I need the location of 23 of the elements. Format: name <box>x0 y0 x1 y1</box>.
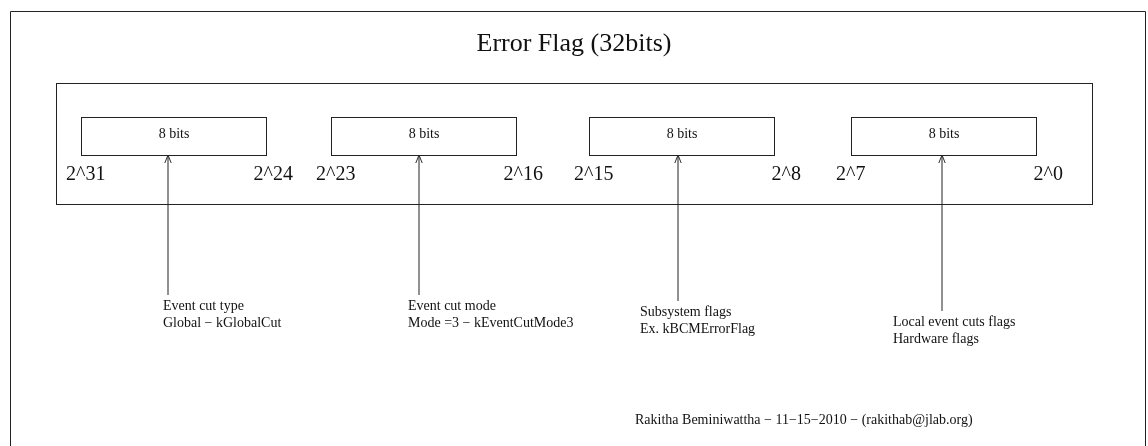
bit-count: 8 bits <box>157 126 191 142</box>
diagram-title: Error Flag (32bits) <box>476 28 672 58</box>
bit-position-label: 2^31 <box>66 162 106 185</box>
annotation-text: Ex. kBCMErrorFlag <box>640 320 756 337</box>
bit-position-label: 2^7 <box>836 162 866 185</box>
annotation-text: Hardware flags <box>893 330 979 347</box>
bit-position-label: 2^16 <box>503 162 543 185</box>
bit-position-label: 2^15 <box>574 162 614 185</box>
annotation-text: Subsystem flags <box>640 303 732 320</box>
annotation-text: Event cut type <box>163 297 244 314</box>
bit-position-label: 2^8 <box>771 162 801 185</box>
annotation-text: Global − kGlobalCut <box>163 314 282 331</box>
bit-position-label: 2^23 <box>316 162 356 185</box>
bit-field-frame <box>56 83 1093 205</box>
bit-position-label: 2^0 <box>1033 162 1063 185</box>
annotation-text: Event cut mode <box>408 297 496 314</box>
bit-position-label: 2^24 <box>253 162 293 185</box>
annotation-text: Local event cuts flags <box>893 313 1016 330</box>
author-note: Rakitha Beminiwattha − 11−15−2010 − (rakithab@jlab.org) <box>635 412 973 428</box>
bit-count: 8 bits <box>407 126 441 142</box>
bit-count: 8 bits <box>927 126 961 142</box>
annotation-text: Mode =3 − kEventCutMode3 <box>408 314 574 331</box>
bit-count: 8 bits <box>665 126 699 142</box>
